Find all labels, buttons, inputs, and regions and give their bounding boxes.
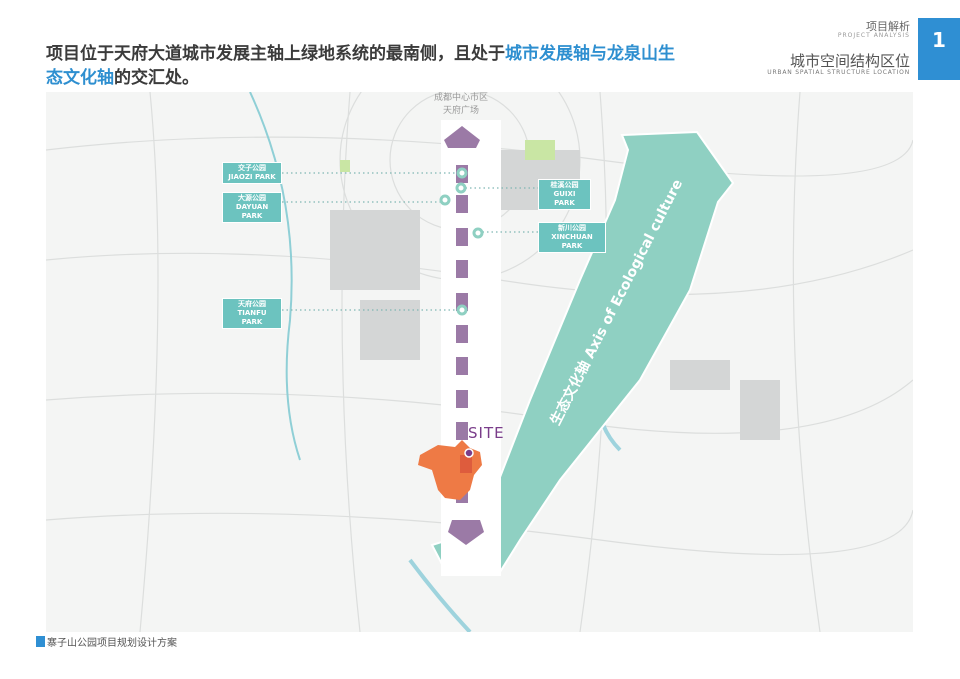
footer: 寨子山公园项目规划设计方案 [36,634,177,649]
arrow-down-icon [448,520,484,545]
page-title: 城市空间结构区位 [789,52,910,70]
headline-highlight: 城市发展轴与龙泉山生态文化轴 [46,44,675,88]
headline: 项目位于天府大道城市发展主轴上绿地系统的最南侧，且处于城市发展轴与龙泉山生态文化… [46,42,686,90]
green-space [340,140,555,172]
tianfu-square-label: 天府广场 [442,106,479,116]
arrow-up-icon [444,126,480,148]
site-label: SITE [468,424,505,442]
park-leaders [282,172,538,311]
headline-text-end: 的交汇处。 [114,68,199,88]
park-markers [439,167,484,316]
site-marker [464,448,474,458]
map-graphic [46,92,913,632]
section-en: PROJECT ANALYSIS [837,32,910,39]
footer-marker [36,636,45,647]
city-center-label: 成都中心市区 [433,93,488,103]
urban-axis-band [441,120,501,576]
headline-text: 项目位于天府大道城市发展主轴上绿地系统的最南侧，且处于 [46,44,505,64]
page-subtitle: URBAN SPATIAL STRUCTURE LOCATION [767,69,910,76]
section-cn: 项目解析 [866,20,910,33]
river [249,92,301,461]
page-number-badge: 1 [918,18,960,80]
footer-text: 寨子山公园项目规划设计方案 [47,638,177,649]
